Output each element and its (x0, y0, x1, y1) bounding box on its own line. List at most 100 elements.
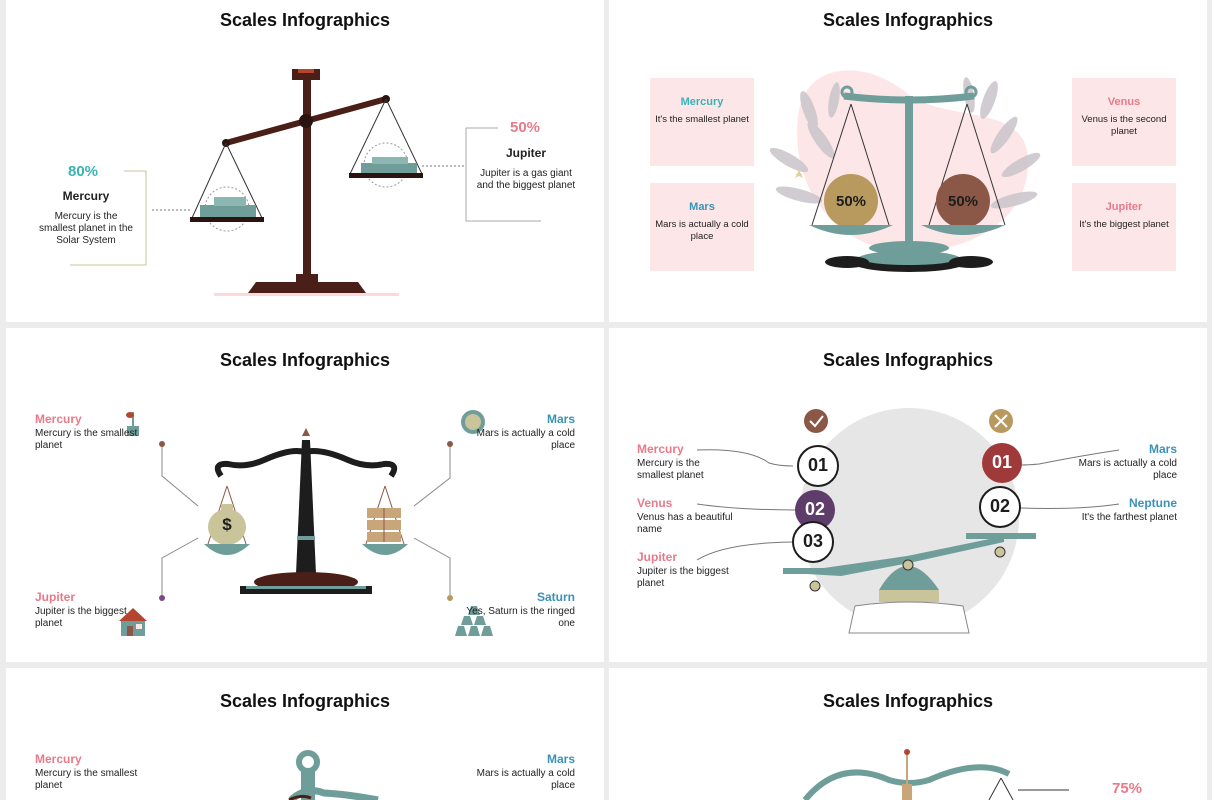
item-description: It's the farthest planet (1081, 512, 1177, 523)
card-mars: Mars Mars is actually a cold place (650, 183, 754, 271)
mercury-percent: 80% (67, 163, 99, 180)
slide-2[interactable]: Scales Infographics (609, 0, 1207, 322)
card-title: Jupiter (1105, 201, 1143, 213)
item-description: Mercury is the smallest planet (35, 768, 138, 791)
card-jupiter: Jupiter It's the biggest planet (1072, 183, 1176, 271)
connector-jupiter (161, 537, 199, 598)
item-description: Jupiter is the biggest planet (35, 606, 127, 629)
left-pan (809, 225, 893, 235)
right-weight-value: 50% (947, 193, 979, 210)
item-mercury: Mercury Mercury is the smallest planet (35, 412, 145, 452)
card-description: Venus is the second planet (1081, 114, 1167, 137)
item-description: Mercury is the smallest planet (637, 458, 704, 481)
jupiter-description: Jupiter is a gas giant and the biggest p… (476, 168, 576, 191)
percent-value: 75% (1112, 780, 1143, 797)
connector-neptune (1020, 503, 1120, 509)
money-bag (208, 509, 246, 545)
right-pan (362, 544, 408, 555)
connector-mercury (696, 449, 794, 467)
item-title: Mercury (35, 752, 82, 766)
mercury-label: Mercury (62, 189, 110, 203)
item-title: Mercury (35, 412, 82, 426)
right-gold-bars (361, 163, 417, 173)
right-number: 01 (991, 452, 1013, 472)
right-pan (921, 225, 1005, 235)
right-pan (966, 533, 1036, 539)
slide-title: Scales Infographics (822, 350, 994, 370)
slide-4[interactable]: Scales Infographics 01 02 03 01 02 (609, 328, 1207, 662)
balance-scale-illustration (288, 750, 379, 800)
scale-base (879, 590, 939, 602)
left-pan (190, 217, 264, 222)
scale-foot (296, 274, 318, 282)
balance-scale-illustration (802, 749, 1069, 800)
item-neptune: Neptune It's the farthest planet (1077, 496, 1177, 524)
check-icon (804, 409, 828, 433)
plant-icon (126, 412, 139, 436)
gold-bars-icon (455, 606, 493, 636)
slide-1[interactable]: Scales Infographics 80% M (6, 0, 604, 322)
left-pan (204, 544, 250, 555)
slide-title: Scales Infographics (219, 350, 391, 370)
right-weight (936, 174, 990, 228)
scale-pillar (296, 440, 316, 574)
base-shadow (214, 293, 399, 296)
slide-title: Scales Infographics (219, 691, 391, 711)
card-venus: Venus Venus is the second planet (1072, 78, 1176, 166)
left-number: 02 (804, 499, 826, 519)
connector-saturn (413, 537, 451, 598)
scale-pillar (303, 80, 311, 276)
item-mercury: Mercury Mercury is the smallest planet (35, 752, 145, 792)
item-title: Jupiter (637, 550, 678, 564)
scale-top (292, 69, 320, 80)
left-number: 01 (807, 455, 829, 475)
item-title: Saturn (536, 590, 575, 604)
card-mercury: Mercury It's the smallest planet (650, 78, 754, 166)
item-mars: Mars Mars is actually a cold place (465, 752, 575, 792)
balance-scale-illustration (696, 408, 1120, 634)
balance-scale-illustration (70, 69, 541, 296)
jupiter-label: Jupiter (505, 146, 546, 160)
dollar-sign: $ (222, 515, 232, 534)
item-description: Mars is actually a cold place (476, 768, 575, 791)
item-description: Jupiter is the biggest planet (637, 566, 729, 589)
slide-5[interactable]: Scales Infographics Mercury Mercury is t… (6, 668, 604, 800)
right-number: 02 (989, 496, 1011, 516)
item-jupiter: Jupiter Jupiter is the biggest planet (637, 550, 737, 590)
item-saturn: Saturn Yes, Saturn is the ringed one (465, 590, 575, 630)
card-description: It's the smallest planet (655, 114, 749, 125)
mercury-description: Mercury is the smallest planet in the So… (39, 211, 133, 246)
left-pan (783, 568, 849, 574)
item-description: Mars is actually a cold place (476, 428, 575, 451)
house-icon (119, 608, 147, 636)
item-description: Mars is actually a cold place (1078, 458, 1177, 481)
card-title: Mercury (680, 96, 724, 108)
connector-mars (413, 444, 451, 507)
connector-mercury (161, 444, 199, 507)
coin-icon (461, 410, 485, 434)
scale-beam (843, 92, 975, 104)
slide-3[interactable]: Scales Infographics (6, 328, 604, 662)
item-description: Mercury is the smallest planet (35, 428, 138, 451)
slide-title: Scales Infographics (219, 10, 391, 30)
item-title: Mars (1148, 442, 1177, 456)
slide-title: Scales Infographics (822, 691, 994, 711)
scale-beam (789, 536, 1004, 576)
left-weight-value: 50% (835, 193, 867, 210)
jupiter-percent: 50% (509, 119, 541, 136)
slide-6[interactable]: Scales Infographics 75% (609, 668, 1207, 800)
scale-base (248, 282, 366, 293)
item-title: Mercury (637, 442, 684, 456)
card-description: Mars is actually a cold place (655, 219, 749, 242)
right-pan (349, 173, 423, 178)
item-title: Venus (637, 496, 673, 510)
item-jupiter: Jupiter Jupiter is the biggest planet (35, 590, 145, 630)
connector-venus (696, 503, 796, 511)
item-venus: Venus Venus has a beautiful name (637, 496, 737, 536)
scale-pillar (905, 96, 913, 246)
left-gold-bars (200, 205, 256, 217)
item-title: Jupiter (35, 590, 76, 604)
item-mars: Mars Mars is actually a cold place (1077, 442, 1177, 482)
left-weight (824, 174, 878, 228)
connector-mars (1020, 449, 1120, 466)
